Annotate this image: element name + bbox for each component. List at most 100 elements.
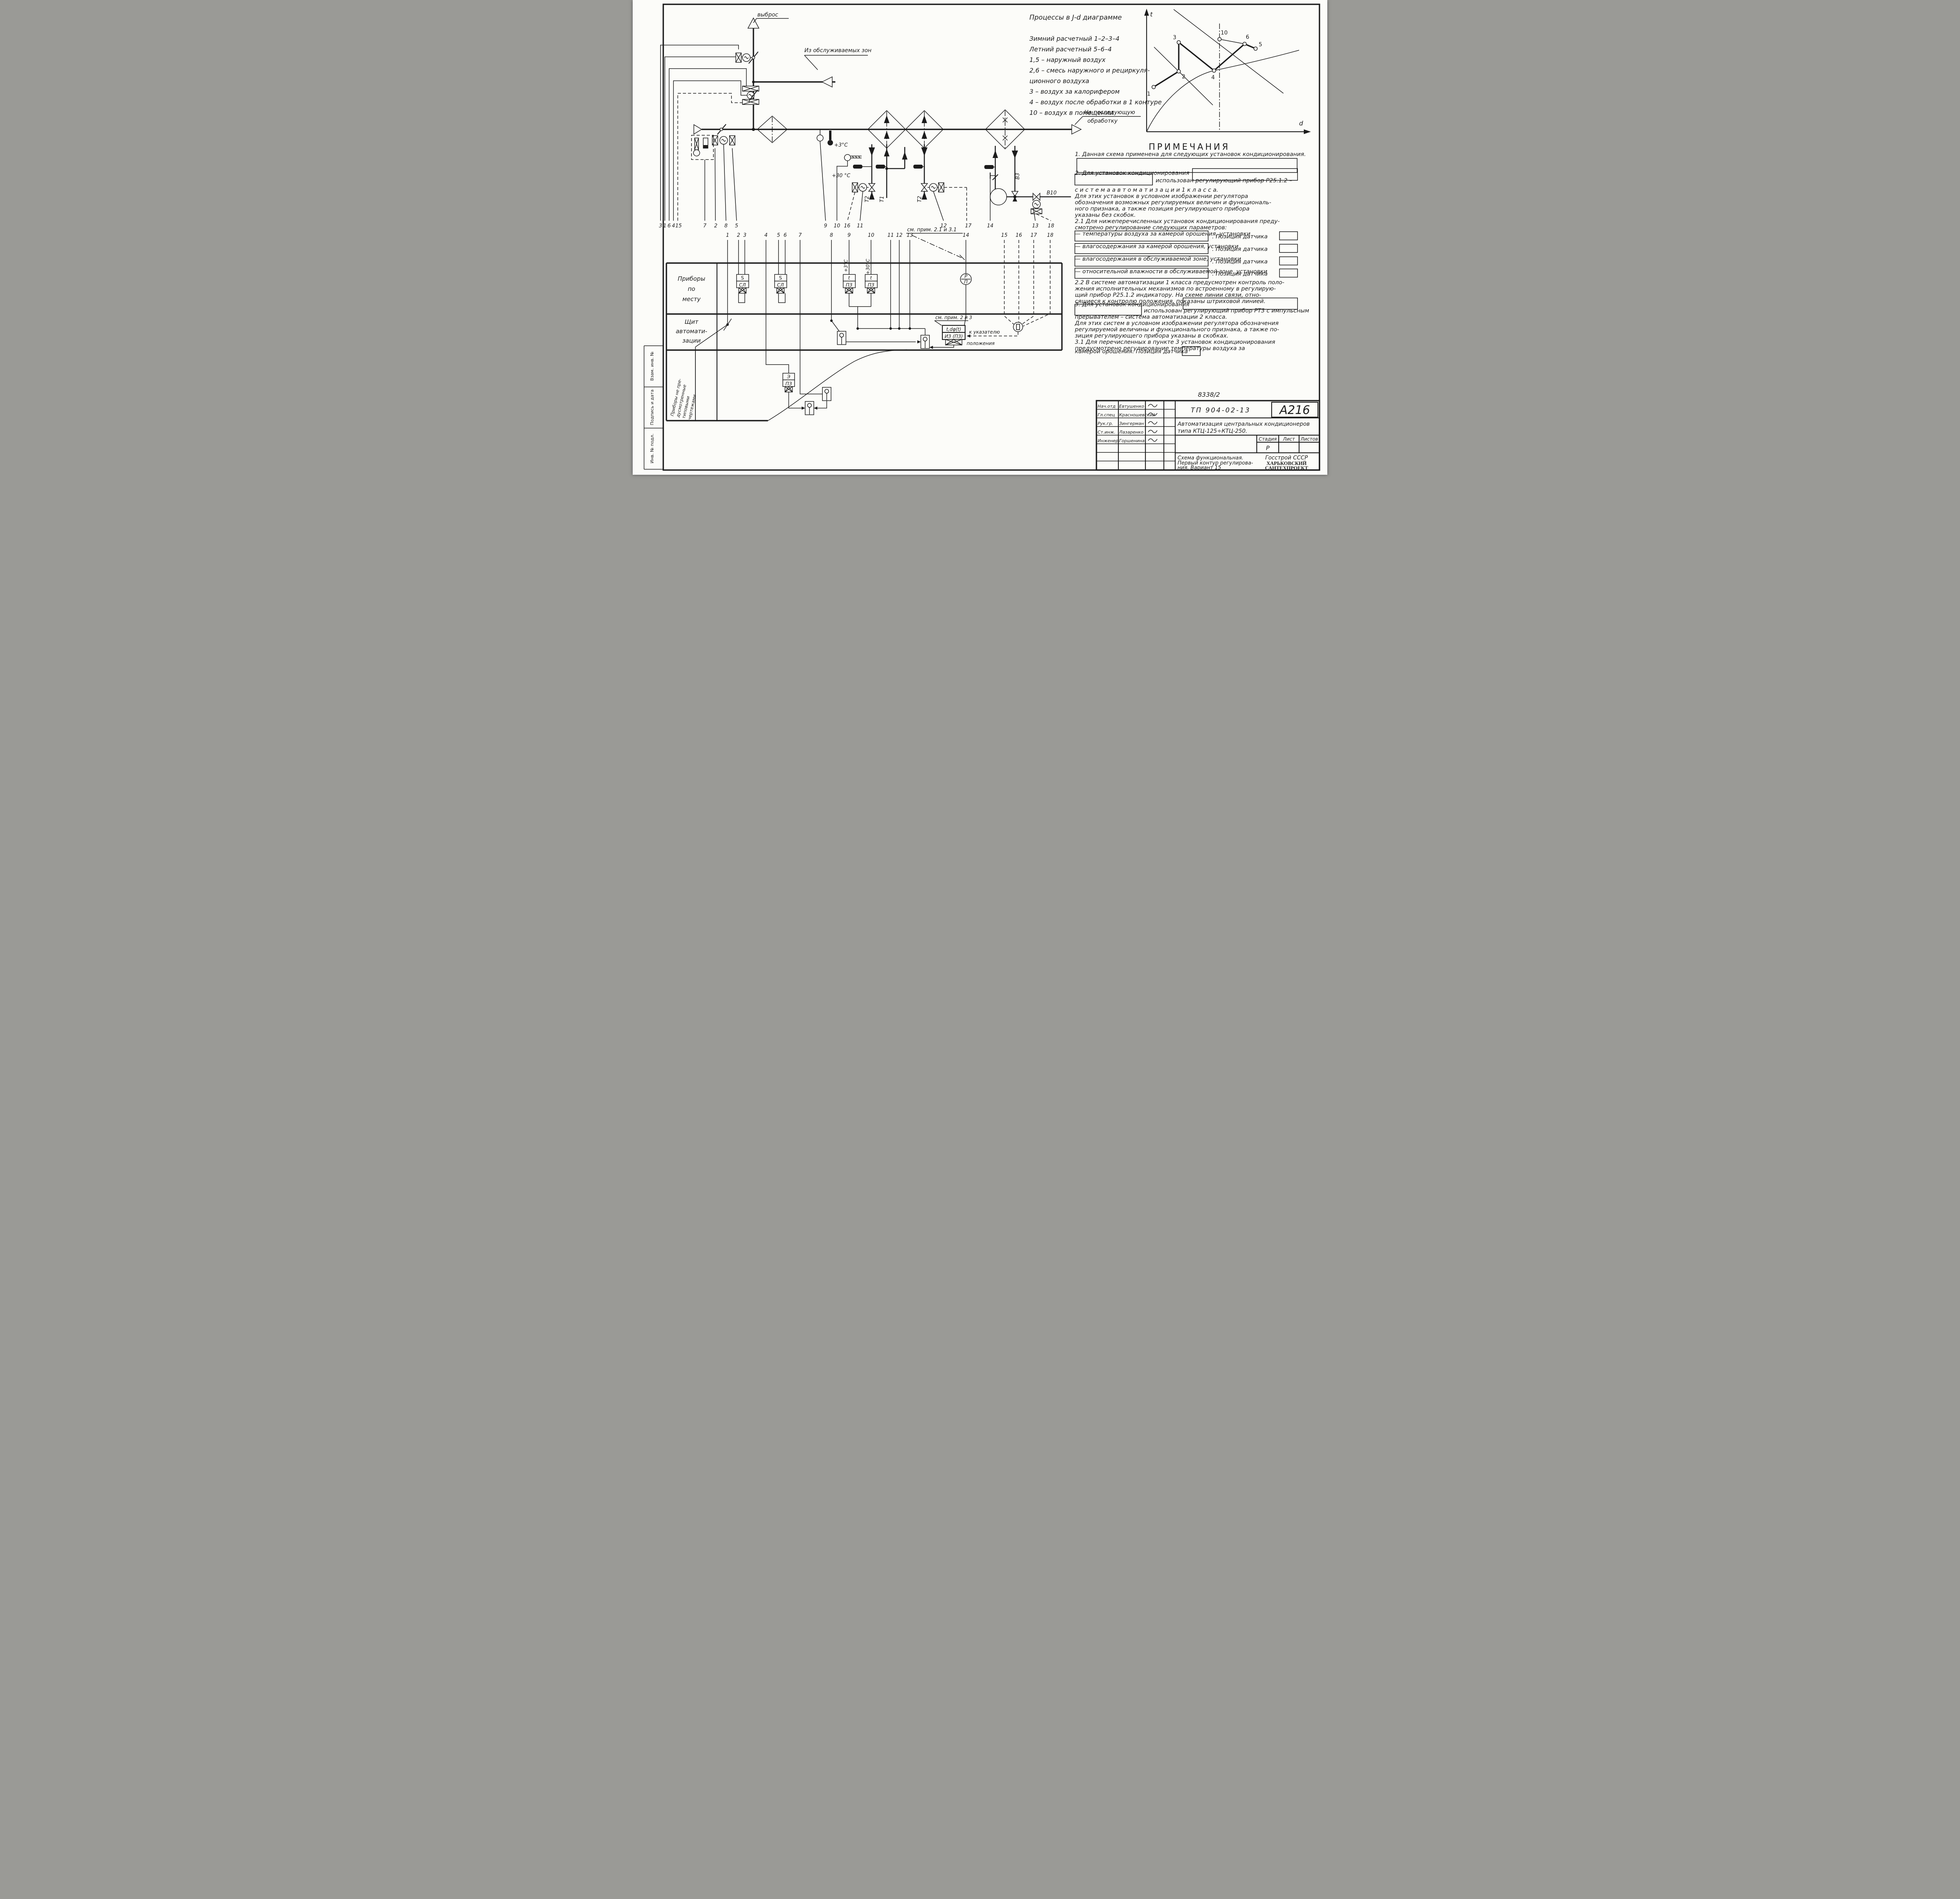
note-line: . Позиция датчика <box>1212 271 1268 277</box>
t1-label: Т1 <box>879 196 885 202</box>
device-label: ИЗ (ПЗ) <box>945 334 963 339</box>
device-label: ПЗ <box>786 381 792 387</box>
stage-header: Листов <box>1300 436 1318 442</box>
jd-point-label: 3 <box>1173 34 1176 41</box>
note-line: указаны без скобок. <box>1074 212 1136 218</box>
sig-name: Лазаренко <box>1119 430 1143 435</box>
damper-icon <box>729 135 735 145</box>
note-line: щий прибор Р25.1.2 индикатору. На схеме … <box>1075 292 1261 298</box>
stamp-label: Взам. инв. № <box>650 352 655 381</box>
line-number: 18 <box>1047 232 1054 238</box>
recirc-arrow <box>821 76 833 88</box>
row-label: Приборы <box>678 275 705 282</box>
legend-line: 10 – воздух в помещении <box>1029 109 1113 116</box>
spray-diamond <box>985 109 1025 150</box>
to-indicator-label: к указателю <box>969 329 1000 335</box>
actuator-icon <box>929 183 938 192</box>
line-number: 5 <box>777 232 780 238</box>
subtitle-line: Схема функциональная. <box>1178 455 1243 461</box>
damper-icon <box>742 99 759 105</box>
line-number: 1 <box>726 232 729 238</box>
line-number: 2 <box>737 232 740 238</box>
line-number: 8 <box>724 223 728 229</box>
sig-role: Инженер <box>1098 438 1118 443</box>
line-number: 7 <box>703 223 707 229</box>
line-number: 14 <box>987 223 994 229</box>
process-legend: Процессы в J-d диаграмме Зимний расчетны… <box>1029 14 1162 116</box>
note-line: 3. Для установок кондиционирования <box>1075 301 1189 308</box>
regulator: t,dφ(t) ИЗ (ПЗ) см. прим. 2 и 3 <box>934 315 972 345</box>
line-number: 13 <box>907 232 913 238</box>
to-processing-label: обработку <box>1087 118 1118 124</box>
damper-icon <box>712 135 718 145</box>
line-number: 11 <box>857 223 864 229</box>
t2-label: Т2 <box>917 196 923 202</box>
placeholder-box <box>1279 231 1298 240</box>
sig-role: Ст.инж. <box>1098 430 1115 435</box>
exhaust-arrow <box>747 17 760 29</box>
device-label: S <box>779 275 782 281</box>
local-instruments-box <box>691 135 714 160</box>
actuator-icon <box>858 183 867 192</box>
spray-chamber: В3 В10 На последующую обработку <box>984 109 1141 221</box>
placeholder-box <box>1074 304 1142 316</box>
sheet-frame: Взам. инв. № Подпись и дата Инв. № подл. <box>644 4 1320 471</box>
sheet-code: А216 <box>1279 403 1310 417</box>
valve-icon <box>868 183 875 192</box>
sig-role: Нач.отд <box>1098 404 1116 409</box>
instrument-table: Приборы по месту Щит автомати- зации При… <box>666 262 1063 421</box>
line-number: 16 <box>844 223 851 229</box>
freehand-boundary <box>768 349 907 421</box>
sig-name: Горшенина <box>1119 438 1145 443</box>
note-line: использован регулирующий прибор РТ3 с им… <box>1144 308 1309 314</box>
device-label: Э <box>787 374 791 379</box>
plus3-vertical-label: +3°С <box>843 259 849 272</box>
note-line: регулируемой величины и функционального … <box>1074 327 1279 333</box>
legend-line: 1,5 – наружный воздух <box>1029 56 1106 64</box>
line-number: 4 <box>764 232 768 238</box>
device-label: S <box>741 275 744 281</box>
switch-icon <box>920 335 930 349</box>
plus30-vertical-label: +30°С <box>865 259 871 274</box>
see-note-top-label: см. прим. 2.1 и 3.1 <box>907 227 957 233</box>
note-line: с и с т е м а а в т о м а т и з а ц и и … <box>1075 187 1218 193</box>
placeholder-box <box>1074 256 1209 267</box>
note-line: камерой орошения. Позиция датчика <box>1075 349 1188 355</box>
notes-heading: ПРИМЕЧАНИЯ <box>1149 142 1230 152</box>
device-label: ПЗ <box>846 282 853 288</box>
note-line: ного признака, а также позиция регулирую… <box>1075 206 1249 212</box>
line-number: 14 <box>963 232 969 238</box>
note-line: жения исполнительных механизмов по встро… <box>1074 286 1276 292</box>
schematic-canvas: Взам. инв. № Подпись и дата Инв. № подл.… <box>644 4 1320 471</box>
plus3-label: +3°С <box>834 142 848 148</box>
line-number: 3 <box>659 223 662 229</box>
line-number: 13 <box>1032 223 1039 229</box>
signature-marks <box>1148 404 1158 442</box>
device-label: t,dφ(t) <box>946 327 961 332</box>
actuator-icon <box>1032 200 1041 209</box>
legend-line: 2,6 – смесь наружного и рециркуля- <box>1029 67 1150 74</box>
v3-label: В3 <box>1015 173 1021 180</box>
note-line: прерывателем – система автоматизации 2 к… <box>1075 314 1227 320</box>
thermometer-icon <box>693 149 700 156</box>
device-label: t <box>848 275 851 281</box>
project-code: ТП 904-02-13 <box>1191 407 1251 414</box>
row-label: Щит <box>685 318 699 325</box>
to-indicator-label: положения <box>967 341 995 346</box>
line-number: 16 <box>1016 232 1022 238</box>
title-block: 8338/2 Нач.отд Гл.спец Рук.гр. Ст.инж. И… <box>1096 391 1320 471</box>
line-number: 12 <box>940 223 947 229</box>
legend-title: Процессы в J-d диаграмме <box>1029 14 1122 22</box>
line-number: 8 <box>830 232 833 238</box>
device-label: СЛ <box>777 282 784 288</box>
axis-t-label: t <box>1150 11 1153 18</box>
org-line: САНТЕХПРОЕКТ <box>1265 465 1308 471</box>
row-label: зации <box>682 337 701 344</box>
legend-line: Зимний расчетный 1–2–3–4 <box>1029 35 1120 42</box>
device-s-sl-1: S СЛ <box>736 274 749 303</box>
placeholder-box <box>1074 268 1209 279</box>
stage-header: Лист <box>1283 436 1295 442</box>
switch-icon <box>805 401 814 415</box>
placeholder-box <box>1183 298 1298 310</box>
temp-sensor-icon <box>844 154 851 161</box>
